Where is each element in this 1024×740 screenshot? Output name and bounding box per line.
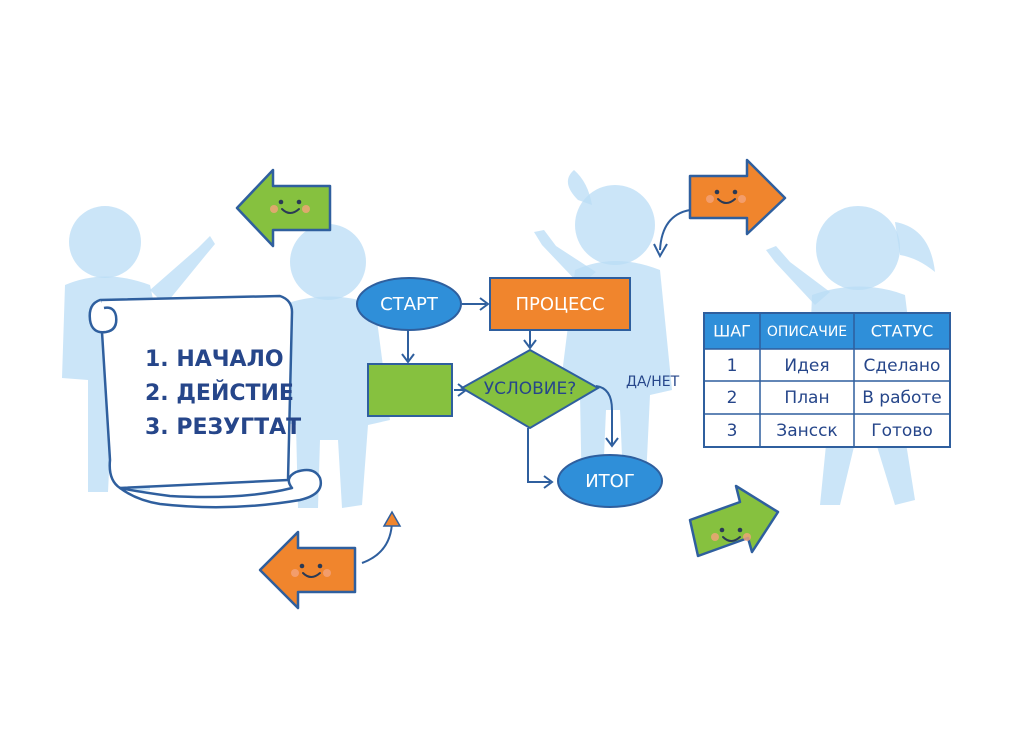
table-cell: Сделано — [864, 356, 941, 376]
start-label: СТАРТ — [380, 294, 439, 315]
scroll: 1. НАЧАЛО 2. ДЕЙСТИЕ 3. РЕЗУГТАТ — [88, 294, 323, 509]
process-label: ПРОЦЕСС — [515, 294, 604, 315]
flowchart-empty-box — [367, 363, 453, 417]
table-header-bg — [704, 313, 950, 349]
scroll-line-2: 2. ДЕЙСТИЕ — [145, 380, 294, 406]
result-label: ИТОГ — [585, 471, 635, 492]
green-smiley-arrow-bottom-right — [688, 484, 780, 558]
branch-label: ДА/НЕТ — [626, 374, 680, 390]
connector-condition-result — [527, 428, 550, 483]
table-cell: В работе — [862, 388, 942, 408]
flowchart-connectors — [401, 297, 619, 489]
flowchart-condition-node: УСЛОВИЕ? — [459, 348, 601, 430]
orange-smiley-arrow-top-right — [688, 158, 787, 236]
scroll-line-3: 3. РЕЗУГТАТ — [145, 415, 301, 440]
table-cell: Готово — [871, 421, 933, 441]
scroll-top-curl — [88, 298, 118, 334]
table-header-description: ОПИСАЧИЕ — [767, 324, 847, 340]
arrowhead-condition-result — [543, 475, 554, 489]
arrowhead-condition-branch — [605, 437, 619, 448]
curved-arrow-top-right-head — [653, 243, 668, 259]
scroll-bottom-curl — [118, 468, 323, 509]
arrowhead-start-process — [479, 297, 490, 311]
table-cell: Идея — [784, 356, 829, 376]
curved-arrow-top-right — [659, 209, 691, 251]
status-table: ШАГ ОПИСАЧИЕ СТАТУС 1 Идея Сделано 2 Пла… — [703, 312, 951, 448]
scroll-line-1: 1. НАЧАЛО — [145, 347, 284, 372]
curved-arrow-bottom-left-head — [382, 510, 402, 527]
table-cell: План — [784, 388, 829, 408]
kid-silhouette-center-left — [272, 224, 390, 508]
orange-smiley-arrow-bottom-left — [258, 530, 357, 610]
table-cell: 2 — [727, 388, 738, 408]
arrowhead-process-condition — [523, 339, 537, 350]
green-smiley-arrow-top-left — [235, 168, 332, 248]
connector-condition-branch — [595, 385, 613, 444]
table-cell: Зансск — [776, 421, 837, 441]
table-header-step: ШАГ — [713, 322, 751, 341]
condition-label: УСЛОВИЕ? — [484, 379, 577, 399]
table-outline — [703, 312, 951, 448]
flowchart-process-node: ПРОЦЕСС — [489, 277, 631, 331]
table-header-status: СТАТУС — [871, 322, 934, 341]
arrowhead-start-box — [401, 353, 415, 364]
kid-silhouette-center-right — [534, 170, 672, 502]
table-cell: 3 — [727, 421, 738, 441]
table-cell: 1 — [727, 356, 738, 376]
flowchart-result-node: ИТОГ — [557, 454, 663, 508]
flowchart-start-node: СТАРТ — [356, 277, 462, 331]
